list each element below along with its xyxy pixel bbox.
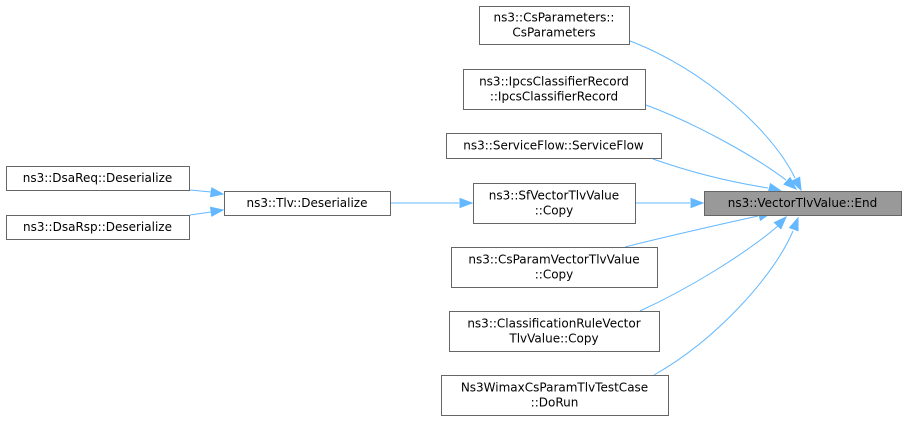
node-box <box>479 6 630 45</box>
edge-tlvdeser-to-sfcopy <box>391 197 474 209</box>
arrowhead-icon <box>209 206 225 217</box>
node-label: ns3::ClassificationRuleVector <box>467 317 640 331</box>
node-cspcopy[interactable]: ns3::CsParamVectorTlvValue::Copy <box>451 247 658 288</box>
node-label: ns3::DsaRsp::Deserialize <box>23 220 172 234</box>
node-label: ::IpcsClassifierRecord <box>490 90 618 104</box>
node-sfcopy[interactable]: ns3::SfVectorTlvValue::Copy <box>473 183 636 224</box>
node-label: ns3::SfVectorTlvValue <box>489 189 619 203</box>
node-box <box>451 247 658 288</box>
node-label: CsParameters <box>512 26 595 40</box>
node-box <box>704 191 902 216</box>
edge-dsareq-to-tlvdeser <box>189 187 225 198</box>
node-label: ::Copy <box>535 204 574 218</box>
node-box <box>6 215 190 240</box>
edge-dorun-to-focus <box>653 216 799 376</box>
edge-line <box>189 189 212 193</box>
edge-crcopy-to-focus <box>639 215 787 312</box>
node-label: ns3::DsaReq::Deserialize <box>23 171 173 185</box>
edge-line <box>629 40 796 179</box>
node-label: TlvValue::Copy <box>508 332 598 346</box>
node-box <box>441 375 669 416</box>
edge-dsarsp-to-tlvdeser <box>189 206 225 217</box>
node-box <box>473 183 636 224</box>
edge-serviceflow-to-focus <box>652 158 783 193</box>
node-label: ns3::Tlv::Deserialize <box>246 196 367 210</box>
edge-line <box>189 211 212 216</box>
arrowhead-icon <box>783 176 798 190</box>
node-dorun[interactable]: Ns3WimaxCsParamTlvTestCase::DoRun <box>441 375 669 416</box>
node-csparams[interactable]: ns3::CsParameters::CsParameters <box>479 6 630 45</box>
edge-ipcs-to-focus <box>645 104 798 190</box>
node-label: ns3::CsParameters:: <box>494 11 615 25</box>
edge-line <box>653 230 794 376</box>
node-label: ::DoRun <box>531 396 579 410</box>
node-label: ::Copy <box>535 268 574 282</box>
node-focus: ns3::VectorTlvValue::End <box>704 191 902 216</box>
node-ipcs[interactable]: ns3::IpcsClassifierRecord::IpcsClassifie… <box>463 69 646 110</box>
node-crcopy[interactable]: ns3::ClassificationRuleVectorTlvValue::C… <box>449 311 660 352</box>
arrowhead-icon <box>690 197 705 209</box>
edge-sfcopy-to-focus <box>636 197 705 209</box>
arrowhead-icon <box>459 197 474 209</box>
node-label: ns3::IpcsClassifierRecord <box>479 75 629 89</box>
node-tlvdeser[interactable]: ns3::Tlv::Deserialize <box>224 191 391 216</box>
node-box <box>449 311 660 352</box>
node-label: ns3::CsParamVectorTlvValue <box>468 253 639 267</box>
edge-line <box>652 158 769 189</box>
edge-line <box>624 215 759 248</box>
node-serviceflow[interactable]: ns3::ServiceFlow::ServiceFlow <box>446 133 662 159</box>
node-label: ns3::VectorTlvValue::End <box>728 196 877 210</box>
edge-cspcopy-to-focus <box>624 210 773 248</box>
arrowhead-icon <box>773 215 787 230</box>
arrowhead-icon <box>788 216 799 232</box>
node-label: Ns3WimaxCsParamTlvTestCase <box>461 381 648 395</box>
edge-line <box>645 104 787 181</box>
node-dsarsp[interactable]: ns3::DsaRsp::Deserialize <box>6 215 190 240</box>
node-dsareq[interactable]: ns3::DsaReq::Deserialize <box>6 166 190 191</box>
node-box <box>463 69 646 110</box>
node-box <box>224 191 391 216</box>
node-label: ns3::ServiceFlow::ServiceFlow <box>463 139 644 153</box>
arrowhead-icon <box>209 187 225 198</box>
arrowhead-icon <box>790 176 802 192</box>
nodes-layer: ns3::VectorTlvValue::End ns3::CsParameter… <box>6 6 902 416</box>
edge-line <box>639 225 779 312</box>
node-box <box>6 166 190 191</box>
node-box <box>446 133 662 159</box>
edge-csparams-to-focus <box>629 40 802 192</box>
